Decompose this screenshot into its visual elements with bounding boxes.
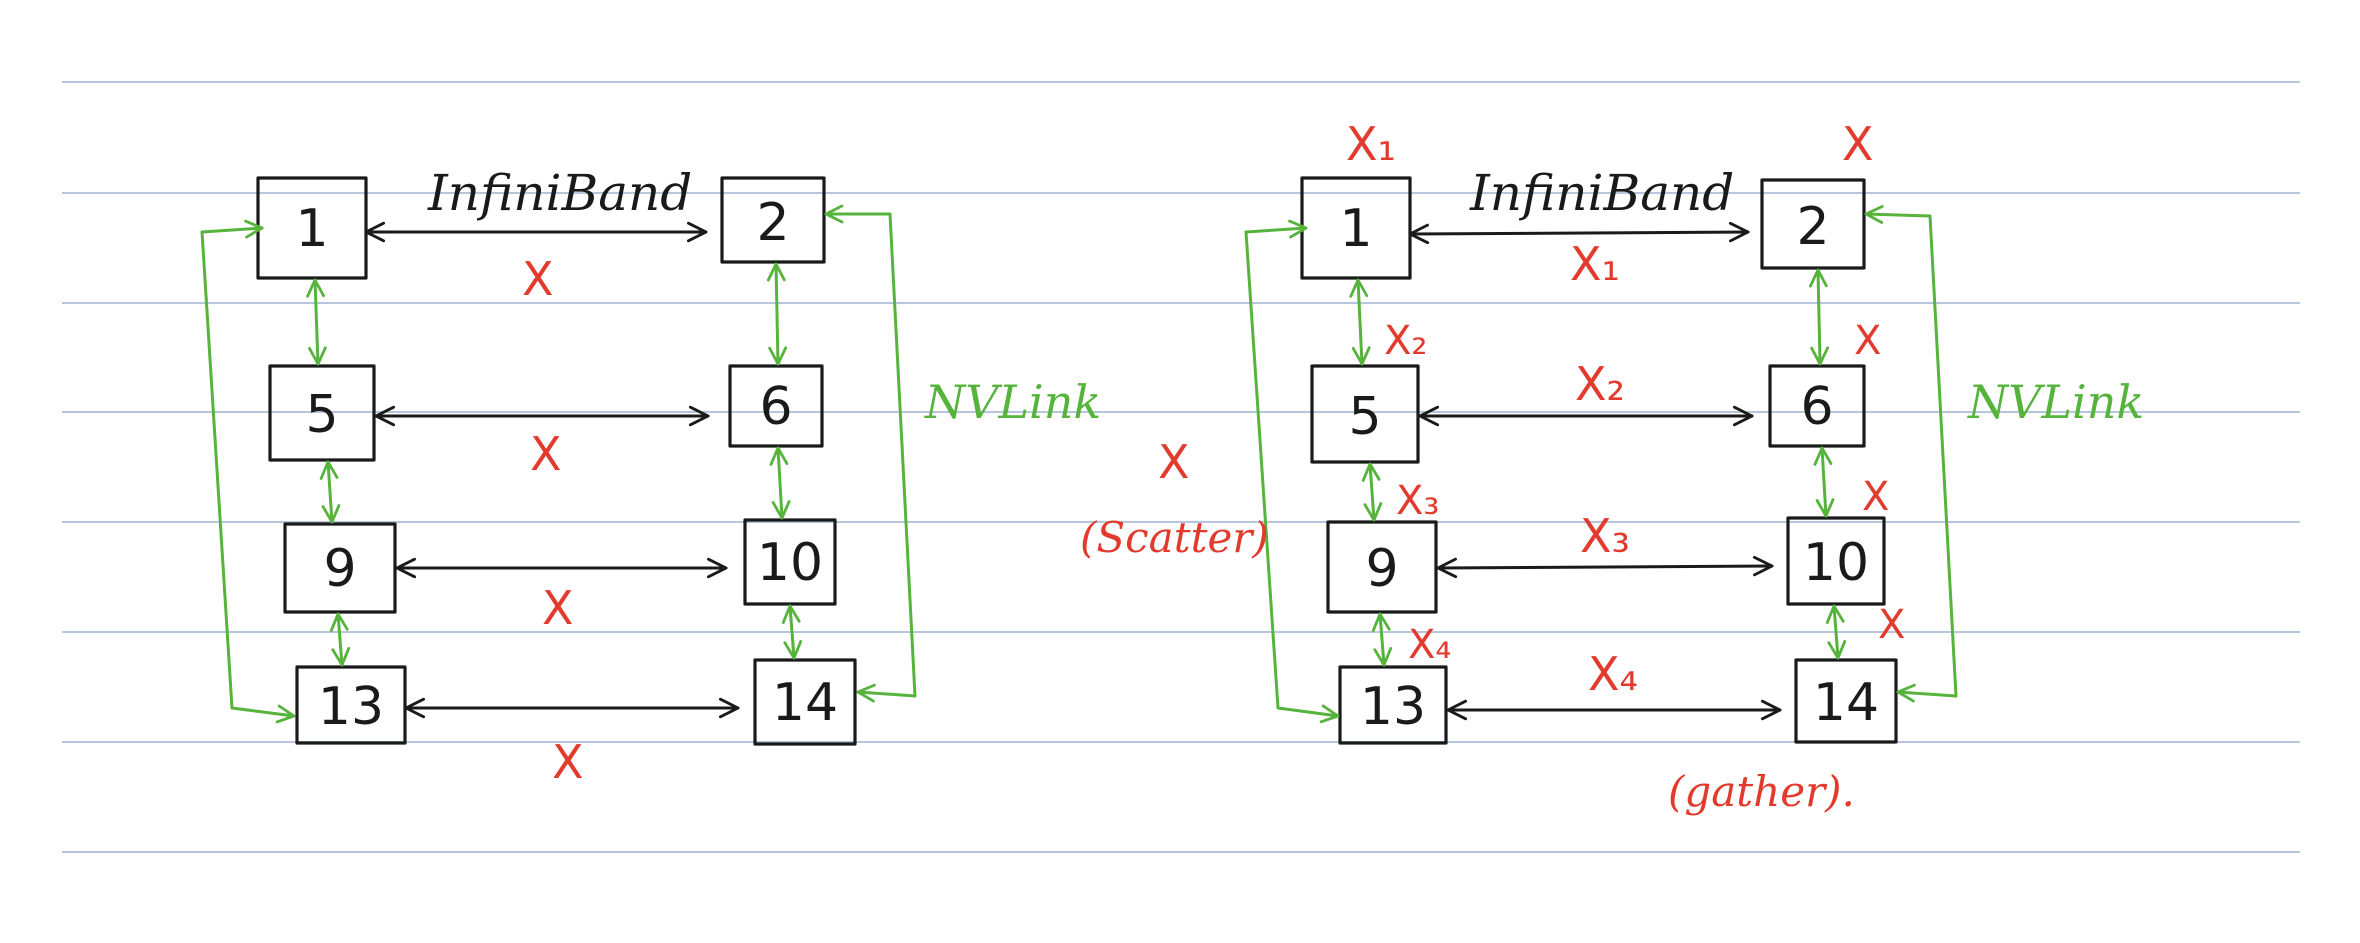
left-node-9-label: 9 <box>323 539 356 599</box>
right-node-10-label: 10 <box>1803 533 1869 593</box>
right-nv-link-9-13 <box>1371 612 1393 667</box>
right-edge-label-1: X₁ <box>1570 237 1620 291</box>
right-left-vertical-label-1: X₂ <box>1384 318 1427 364</box>
left-node-10: 10 <box>743 518 837 606</box>
right-nv-link-6-10 <box>1813 446 1835 518</box>
right-nv-loop-2-14 <box>1864 205 1958 703</box>
left-nv-link-6-10 <box>769 446 791 520</box>
right-right-vertical-label-1: X <box>1854 318 1881 364</box>
left-nv-link-1-5 <box>306 278 327 366</box>
right-node-14-label: 14 <box>1813 673 1879 733</box>
left-edge-label-3: X <box>542 581 574 635</box>
right-node-10: 10 <box>1786 516 1886 606</box>
left-nvlink-label: NVLink <box>924 375 1101 429</box>
right-nv-link-1-5 <box>1349 278 1371 366</box>
left-node-14: 14 <box>753 658 857 746</box>
right-right-vertical-label-3: X <box>1878 602 1905 648</box>
right-infiniband-label: InfiniBand <box>1469 164 1734 222</box>
left-node-14-label: 14 <box>772 673 838 733</box>
scatter-x-label: X <box>1158 435 1190 489</box>
left-node-6-label: 6 <box>759 377 792 437</box>
left-nv-link-9-13 <box>329 612 351 667</box>
right-node-14: 14 <box>1794 658 1898 744</box>
right-top-right-label: X <box>1842 117 1874 171</box>
left-edge-label-2: X <box>530 427 562 481</box>
right-node-1-label: 1 <box>1339 199 1372 259</box>
right-nvlink-label: NVLink <box>1967 375 2144 429</box>
left-node-5-label: 5 <box>305 385 338 445</box>
left-node-2: 2 <box>720 176 826 264</box>
right-nv-link-2-6 <box>1808 268 1830 366</box>
right-edge-label-4: X₄ <box>1588 647 1638 701</box>
left-edge-label-4: X <box>552 735 584 789</box>
right-right-vertical-label-2: X <box>1862 474 1889 520</box>
left-diagram: 1 2 5 6 9 10 13 14 <box>200 164 1101 789</box>
left-node-13-label: 13 <box>318 677 384 737</box>
left-infiniband-label: InfiniBand <box>427 164 692 222</box>
left-nv-link-10-14 <box>781 604 803 660</box>
gather-label: (gather). <box>1668 767 1855 816</box>
right-top-left-label: X₁ <box>1346 117 1396 171</box>
left-nv-link-5-9 <box>319 460 341 524</box>
right-node-6: 6 <box>1768 364 1866 448</box>
right-node-2-label: 2 <box>1796 197 1829 257</box>
left-node-1-label: 1 <box>295 199 328 259</box>
left-node-6: 6 <box>728 364 824 448</box>
left-nv-loop-2-14 <box>824 204 917 703</box>
right-edge-label-3: X₃ <box>1580 509 1630 563</box>
right-edge-label-2: X₂ <box>1575 357 1625 411</box>
right-node-2: 2 <box>1760 178 1866 270</box>
left-edge-label-1: X <box>522 252 554 306</box>
right-ib-link-1-2 <box>1408 221 1750 245</box>
right-node-9-label: 9 <box>1365 539 1398 599</box>
left-node-9: 9 <box>283 522 397 614</box>
right-node-13-label: 13 <box>1360 677 1426 737</box>
right-nv-loop-1-13 <box>1244 219 1340 724</box>
left-node-13: 13 <box>295 665 407 745</box>
left-nv-loop-1-13 <box>200 219 296 724</box>
right-node-5: 5 <box>1310 364 1420 464</box>
right-left-vertical-label-2: X₃ <box>1396 478 1439 524</box>
left-nv-link-2-6 <box>766 262 788 366</box>
right-node-5-label: 5 <box>1348 387 1381 447</box>
right-nv-link-5-9 <box>1361 462 1383 522</box>
left-node-10-label: 10 <box>757 533 823 593</box>
right-ib-link-9-10 <box>1436 555 1774 579</box>
right-nv-link-10-14 <box>1825 604 1847 660</box>
right-node-13: 13 <box>1338 665 1448 745</box>
scatter-label: (Scatter) <box>1080 513 1269 562</box>
right-node-9: 9 <box>1326 520 1438 614</box>
left-node-2-label: 2 <box>756 193 789 253</box>
right-left-vertical-label-3: X₄ <box>1408 622 1451 668</box>
right-node-6-label: 6 <box>1800 377 1833 437</box>
right-diagram: 1 2 5 6 9 10 13 14 <box>1080 117 2144 816</box>
